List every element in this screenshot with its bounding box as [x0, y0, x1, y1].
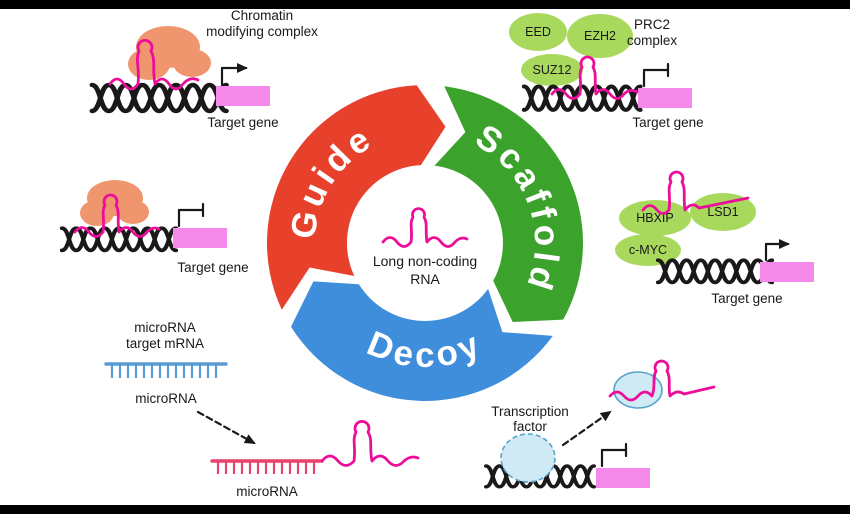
suz12-blob: [521, 54, 583, 86]
lncrna-hairpin-icon: [73, 193, 161, 238]
center-label-line2: RNA: [410, 271, 440, 287]
mirna-target-label-line2: target mRNA: [126, 336, 204, 351]
transcription-arrow-icon: [764, 239, 790, 262]
mirna-target-label-line1: microRNA: [134, 320, 196, 335]
vignette-decoy-mirna: microRNA target mRNA microRNA microRNA: [104, 320, 420, 499]
chromatin-complex-blob: [117, 200, 149, 224]
bottom-letterbox-bar: [0, 505, 850, 514]
transcription-arrow-icon: [220, 63, 248, 86]
ring-center: Long non-coding RNA: [373, 207, 477, 287]
repression-tbar-icon: [177, 208, 205, 228]
cmyc-blob: [615, 234, 681, 266]
chromatin-complex-blob: [80, 200, 114, 226]
vignette-guide-activation: Chromatin modifying complex Target gene: [92, 8, 318, 130]
tf-label-line1: Transcription: [491, 404, 569, 419]
mirna-basepair-teeth: [216, 461, 316, 474]
lncrna-hairpin-icon: [641, 170, 750, 215]
target-gene-box: [596, 468, 650, 488]
chromatin-complex-label-line1: Chromatin: [231, 8, 293, 23]
tf-label-line2: factor: [513, 419, 547, 434]
ring-segment-scaffold: [434, 86, 584, 322]
ezh2-blob: [567, 14, 633, 58]
target-gene-box: [760, 262, 814, 282]
lncrna-hairpin-icon: [320, 420, 420, 467]
target-gene-box: [638, 88, 692, 108]
chromatin-complex-blob: [173, 49, 211, 77]
vignette-scaffold-prc2: EED EZH2 SUZ12 PRC2 complex Target gene: [509, 13, 704, 130]
dna-helix: [92, 85, 226, 111]
lncrna-hairpin-icon: [550, 55, 639, 100]
dashed-arrow-icon: [561, 410, 612, 447]
prc2-complex-label-line1: PRC2: [634, 17, 670, 32]
vignette-guide-repression: Target gene: [62, 180, 249, 275]
dashed-arrow-icon: [196, 410, 256, 445]
target-gene-box: [216, 86, 270, 106]
lncrna-hairpin-icon: [381, 207, 469, 248]
mirna-caption: microRNA: [135, 391, 197, 406]
suz12-label: SUZ12: [533, 63, 572, 77]
transcription-factor-blob: [500, 433, 556, 483]
dna-helix: [658, 260, 772, 282]
target-gene-caption: Target gene: [207, 115, 278, 130]
dna-helix: [524, 87, 640, 110]
repression-tbar-icon: [600, 448, 628, 468]
mirna-basepair-teeth: [110, 364, 218, 378]
ezh2-label: EZH2: [584, 29, 616, 43]
cmyc-label: c-MYC: [629, 243, 667, 257]
ring-segment-guide: [266, 85, 446, 310]
lncrna-hairpin-icon: [608, 359, 716, 402]
lncrna-hairpin-icon: [108, 39, 200, 91]
mirna-caption: microRNA: [236, 484, 298, 499]
ring-segment-decoy: [291, 281, 553, 401]
target-gene-box: [173, 228, 227, 248]
center-label-line1: Long non-coding: [373, 253, 477, 269]
lsd1-label: LSD1: [707, 205, 738, 219]
hbxip-blob: [619, 200, 691, 236]
repression-tbar-icon: [642, 68, 670, 88]
lsd1-blob: [690, 193, 756, 231]
target-gene-caption: Target gene: [632, 115, 703, 130]
chromatin-complex-label-line2: modifying complex: [206, 24, 318, 39]
prc2-complex-label-line2: complex: [627, 33, 678, 48]
eed-blob: [509, 13, 567, 51]
target-gene-caption: Target gene: [711, 291, 782, 306]
hbxip-label: HBXIP: [636, 211, 674, 225]
eed-label: EED: [525, 25, 551, 39]
vignette-decoy-tf: Transcription factor: [484, 359, 716, 489]
chromatin-complex-blob: [128, 48, 170, 80]
vignette-scaffold-lsd1: HBXIP LSD1 c-MYC Target gene: [615, 170, 814, 306]
top-letterbox-bar: [0, 0, 850, 9]
lncrna-ring: Guide Scaffold Decoy Long non-coding RNA: [266, 85, 584, 401]
target-gene-caption: Target gene: [177, 260, 248, 275]
